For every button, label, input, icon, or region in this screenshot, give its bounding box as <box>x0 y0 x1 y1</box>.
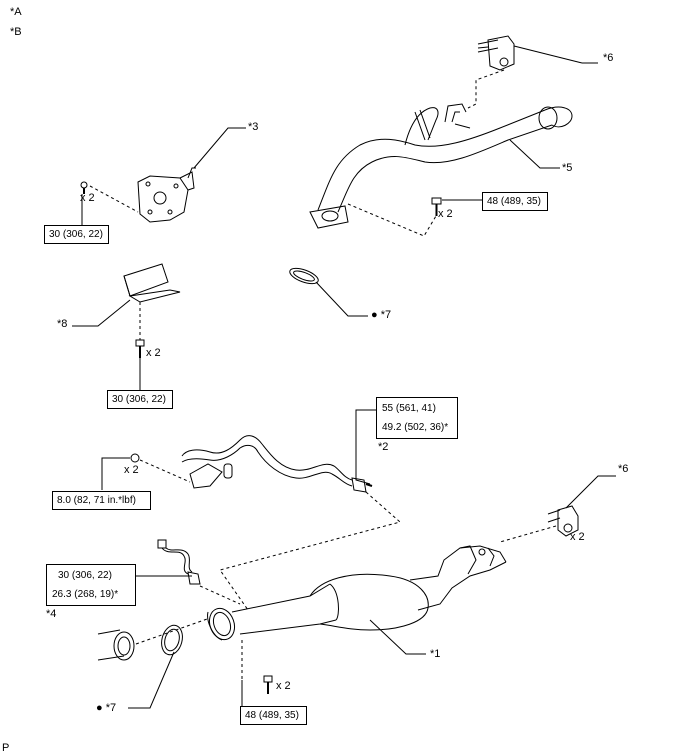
gasket-part7-top-inner <box>293 270 315 282</box>
diagram-code: P <box>2 742 10 754</box>
leader-hanger-mid <box>565 475 616 509</box>
dash-leader-bolt3 <box>89 185 139 213</box>
callout-part7-top: ● *7 <box>371 309 392 321</box>
gasket-part7-top <box>289 267 319 285</box>
sensor-part4 <box>157 539 201 585</box>
torque-bolt-part5: 48 (489, 35) <box>482 192 548 211</box>
torque-sensor-part2-alt: 49.2 (502, 36)* <box>382 422 449 433</box>
torque-sensor-part2: 55 (561, 41) 49.2 (502, 36)* <box>376 397 458 439</box>
callout-part4: *4 <box>46 608 57 620</box>
torque-bolt-part8: 30 (306, 22) <box>107 390 173 409</box>
torque-sensor-part4-alt: 26.3 (268, 19)* <box>52 589 119 600</box>
bolt-part8 <box>135 339 145 358</box>
torque-sensor-part4-primary: 30 (306, 22) <box>58 570 112 581</box>
leader-part1 <box>369 619 426 655</box>
leader-part7-top <box>315 281 368 317</box>
bracket-part3 <box>137 167 196 223</box>
bracket-part8 <box>123 263 181 303</box>
center-exhaust-pipe-end <box>97 629 135 661</box>
callout-part7-bottom: ● *7 <box>96 702 117 714</box>
dash-leader-hanger-mid <box>499 525 557 543</box>
torque-bolt-part1: 48 (489, 35) <box>240 706 307 725</box>
leader-part3 <box>193 127 246 169</box>
legend-a: *A <box>10 6 22 18</box>
leader-part5 <box>509 139 560 169</box>
qty-nut-part2: x 2 <box>124 464 139 476</box>
torque-sensor-part4: 30 (306, 22) 26.3 (268, 19)* <box>46 564 136 606</box>
nut-part2 <box>130 453 140 463</box>
qty-bolt-part5: x 2 <box>438 208 453 220</box>
sensor-part2 <box>181 435 373 493</box>
callout-part3: *3 <box>248 121 259 133</box>
callout-part8: *8 <box>57 318 68 330</box>
leader-part7-bottom <box>128 651 175 709</box>
callout-part1: *1 <box>430 648 441 660</box>
dash-leader-sensor2 <box>219 491 402 611</box>
dash-leader-hanger-top <box>467 69 505 109</box>
torque-sensor-part2-primary: 55 (561, 41) <box>382 403 436 414</box>
bolt-part1 <box>263 675 273 694</box>
qty-bolt-part1: x 2 <box>276 680 291 692</box>
bolt-part3 <box>80 181 88 194</box>
torque-nut-part2: 8.0 (82, 71 in.*lbf) <box>52 491 151 510</box>
legend-b: *B <box>10 26 22 38</box>
leader-sensor2-box <box>355 409 376 485</box>
callout-part6-mid: *6 <box>618 463 629 475</box>
exhaust-hanger-mid <box>547 505 579 537</box>
callout-part2: *2 <box>378 441 389 453</box>
dash-leader-pipe-joint <box>135 617 211 645</box>
dash-leader-bolt5 <box>347 203 437 237</box>
exhaust-hanger-top <box>477 35 598 71</box>
leader-nut2-box <box>101 457 130 490</box>
front-exhaust-pipe-upper <box>309 103 573 229</box>
torque-bolt-part3: 30 (306, 22) <box>44 225 109 244</box>
gasket-part7-bottom <box>161 624 183 656</box>
bolt-part5 <box>431 197 442 216</box>
callout-part6-top: *6 <box>603 52 614 64</box>
gasket-part7-bottom-inner <box>164 628 180 652</box>
callout-part5: *5 <box>562 162 573 174</box>
dash-leader-nut2 <box>139 459 191 483</box>
qty-hanger-part6: x 2 <box>570 531 585 543</box>
dash-leader-sensor4 <box>199 585 241 605</box>
qty-bolt-part3: x 2 <box>80 192 95 204</box>
leader-part8 <box>72 299 131 327</box>
front-exhaust-pipe-catalyst <box>207 545 507 641</box>
qty-bolt-part8: x 2 <box>146 347 161 359</box>
